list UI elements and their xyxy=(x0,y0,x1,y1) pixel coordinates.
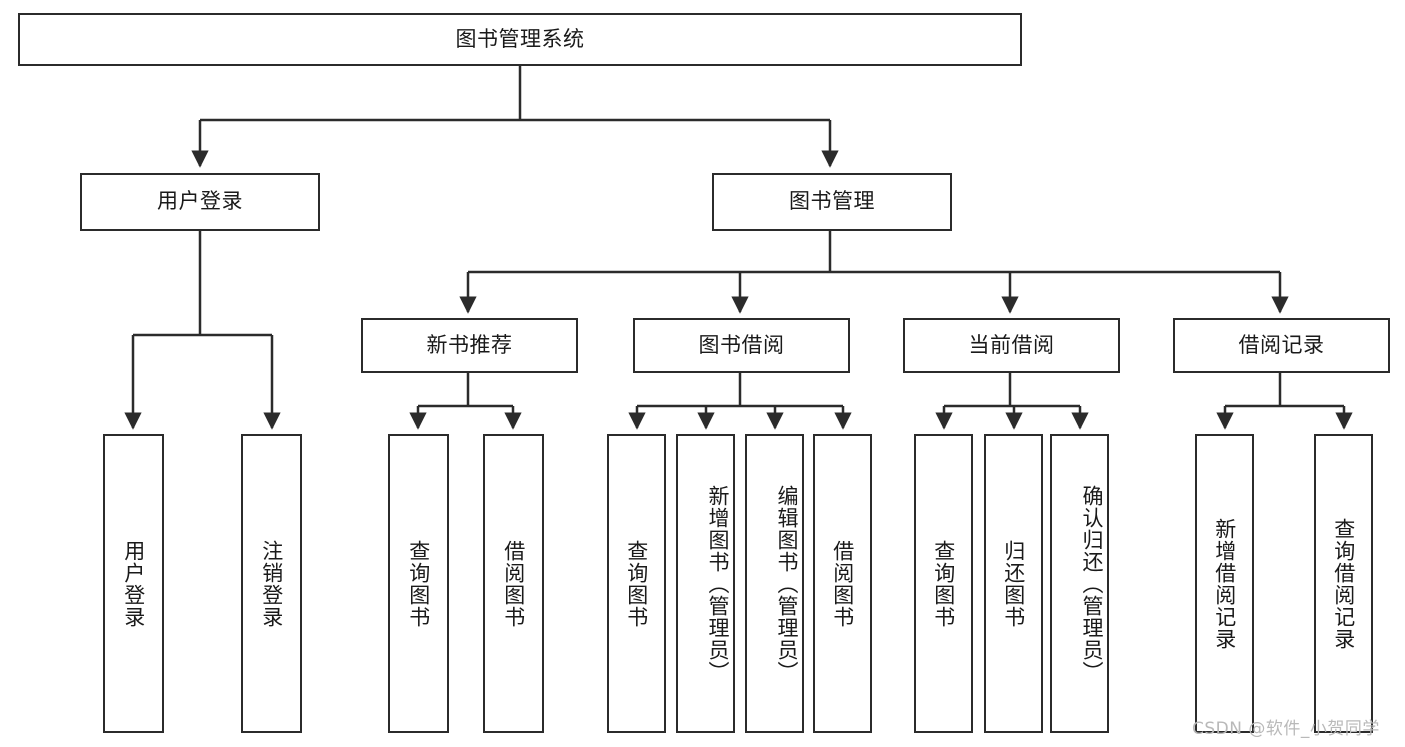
node-leaf-add-record[interactable]: 新增借阅记录 xyxy=(1195,434,1254,733)
node-leaf-borrow-book-1-label: 借阅图书 xyxy=(501,539,526,628)
node-borrow-record[interactable]: 借阅记录 xyxy=(1173,318,1390,373)
node-new-book-recommend[interactable]: 新书推荐 xyxy=(361,318,578,373)
node-leaf-add-record-label: 新增借阅记录 xyxy=(1212,517,1237,650)
node-leaf-query-book-2[interactable]: 查询图书 xyxy=(607,434,666,733)
node-leaf-logout[interactable]: 注销登录 xyxy=(241,434,302,733)
user-login-connectors xyxy=(124,231,281,430)
node-current-borrow[interactable]: 当前借阅 xyxy=(903,318,1120,373)
node-leaf-query-record[interactable]: 查询借阅记录 xyxy=(1314,434,1373,733)
node-leaf-return-book[interactable]: 归还图书 xyxy=(984,434,1043,733)
node-new-book-recommend-label: 新书推荐 xyxy=(426,332,513,357)
node-leaf-query-book-2-label: 查询图书 xyxy=(624,539,649,628)
node-leaf-confirm-return-label: 确认归还（管理员） xyxy=(1080,484,1104,683)
node-leaf-add-book-label: 新增图书（管理员） xyxy=(706,484,730,683)
borrow-record-connectors xyxy=(1216,373,1353,430)
root-connectors xyxy=(191,66,839,168)
node-leaf-return-book-label: 归还图书 xyxy=(1001,539,1026,628)
node-leaf-edit-book[interactable]: 编辑图书（管理员） xyxy=(745,434,804,733)
node-borrow-record-label: 借阅记录 xyxy=(1238,332,1325,357)
node-root[interactable]: 图书管理系统 xyxy=(18,13,1022,66)
node-book-management[interactable]: 图书管理 xyxy=(712,173,952,231)
node-root-label: 图书管理系统 xyxy=(455,26,585,51)
node-leaf-query-book-1[interactable]: 查询图书 xyxy=(388,434,449,733)
node-user-login-label: 用户登录 xyxy=(157,189,243,214)
csdn-watermark: CSDN @软件_小贺同学 xyxy=(1192,719,1380,739)
node-book-borrow-label: 图书借阅 xyxy=(698,332,785,357)
current-borrow-connectors xyxy=(935,373,1089,430)
node-book-management-label: 图书管理 xyxy=(789,189,875,214)
new-book-recommend-connectors xyxy=(409,373,522,430)
node-leaf-edit-book-label: 编辑图书（管理员） xyxy=(775,484,799,683)
book-borrow-connectors xyxy=(628,373,852,430)
node-book-borrow[interactable]: 图书借阅 xyxy=(633,318,850,373)
node-leaf-query-record-label: 查询借阅记录 xyxy=(1331,517,1356,650)
node-leaf-query-book-1-label: 查询图书 xyxy=(406,539,431,628)
node-leaf-user-login[interactable]: 用户登录 xyxy=(103,434,164,733)
node-leaf-query-book-3[interactable]: 查询图书 xyxy=(914,434,973,733)
node-user-login[interactable]: 用户登录 xyxy=(80,173,320,231)
node-leaf-borrow-book-2[interactable]: 借阅图书 xyxy=(813,434,872,733)
node-leaf-query-book-3-label: 查询图书 xyxy=(931,539,956,628)
node-leaf-borrow-book-2-label: 借阅图书 xyxy=(830,539,855,628)
node-leaf-borrow-book-1[interactable]: 借阅图书 xyxy=(483,434,544,733)
node-current-borrow-label: 当前借阅 xyxy=(968,332,1055,357)
node-leaf-add-book[interactable]: 新增图书（管理员） xyxy=(676,434,735,733)
book-management-connectors xyxy=(459,231,1289,314)
node-leaf-logout-label: 注销登录 xyxy=(259,539,284,628)
node-leaf-confirm-return[interactable]: 确认归还（管理员） xyxy=(1050,434,1109,733)
node-leaf-user-login-label: 用户登录 xyxy=(121,539,146,628)
